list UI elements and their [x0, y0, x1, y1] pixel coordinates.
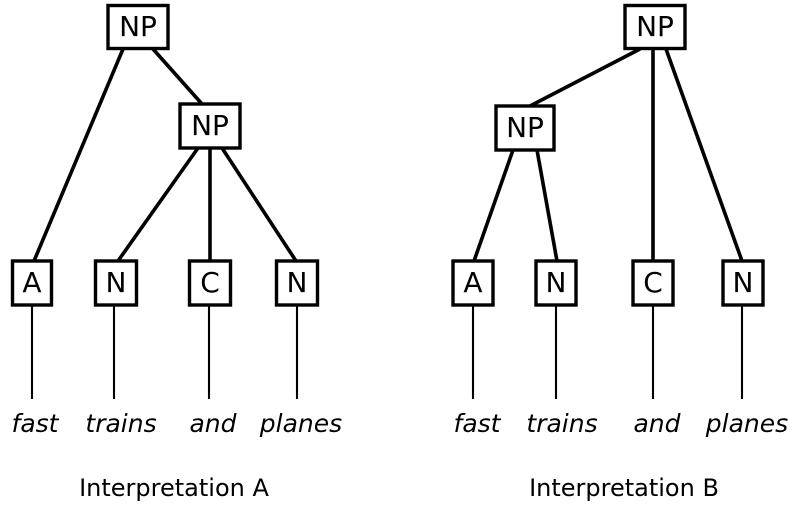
node-box-a-leaf-n2[interactable]: [274, 259, 320, 307]
node-label-a-leaf-c: C: [200, 266, 220, 299]
node-label-a-leaf-n1: N: [106, 266, 127, 299]
node-box-a-leaf-a[interactable]: [10, 259, 54, 307]
tree-branch-a-root-to-innernp: [151, 47, 204, 106]
node-box-b-leaf-n2[interactable]: [721, 259, 765, 307]
node-label-a-leaf-a: A: [22, 266, 41, 299]
node-box-a-inner-np[interactable]: [178, 102, 242, 150]
node-label-b-inner-np: NP: [506, 111, 544, 144]
word-label-b-word-fast: fast: [454, 409, 502, 438]
node-label-a-inner-np: NP: [191, 109, 229, 142]
node-box-b-leaf-n1[interactable]: [534, 259, 578, 307]
tree-branch-b-root-to-innernp: [529, 47, 641, 108]
node-label-a-leaf-n2: N: [287, 266, 308, 299]
word-label-a-word-planes: planes: [259, 409, 342, 438]
node-label-b-leaf-n1: N: [546, 266, 567, 299]
tree-branch-b-root-to-n2: [664, 48, 744, 262]
word-label-b-word-planes: planes: [705, 409, 788, 438]
node-box-b-leaf-c[interactable]: [631, 259, 675, 307]
tree-branch-b-innernp-to-a: [472, 149, 515, 262]
tree-branch-a-innernp-to-n2: [220, 147, 298, 262]
node-label-a-root-np: NP: [119, 10, 157, 43]
node-box-a-leaf-c[interactable]: [187, 259, 233, 307]
word-label-a-word-trains: trains: [85, 409, 156, 438]
node-box-a-leaf-n1[interactable]: [93, 259, 139, 307]
node-box-a-root-np[interactable]: [106, 3, 170, 51]
tree-branch-a-innernp-to-n1: [116, 146, 200, 263]
word-label-b-word-trains: trains: [526, 409, 597, 438]
node-box-b-inner-np[interactable]: [494, 104, 556, 152]
node-label-b-leaf-n2: N: [733, 266, 754, 299]
caption-interpretation-a: Interpretation A: [79, 474, 269, 502]
node-label-b-leaf-a: A: [463, 266, 482, 299]
word-label-b-word-and: and: [633, 409, 680, 438]
node-box-b-leaf-a[interactable]: [451, 259, 495, 307]
tree-branch-a-root-to-a: [32, 48, 125, 262]
word-label-a-word-and: and: [189, 409, 236, 438]
caption-interpretation-b: Interpretation B: [529, 474, 719, 502]
tree-branch-b-innernp-to-n1: [535, 149, 559, 262]
node-label-b-root-np: NP: [636, 10, 674, 43]
node-label-b-leaf-c: C: [643, 266, 663, 299]
word-label-a-word-fast: fast: [12, 409, 60, 438]
node-box-b-root-np[interactable]: [623, 3, 687, 51]
